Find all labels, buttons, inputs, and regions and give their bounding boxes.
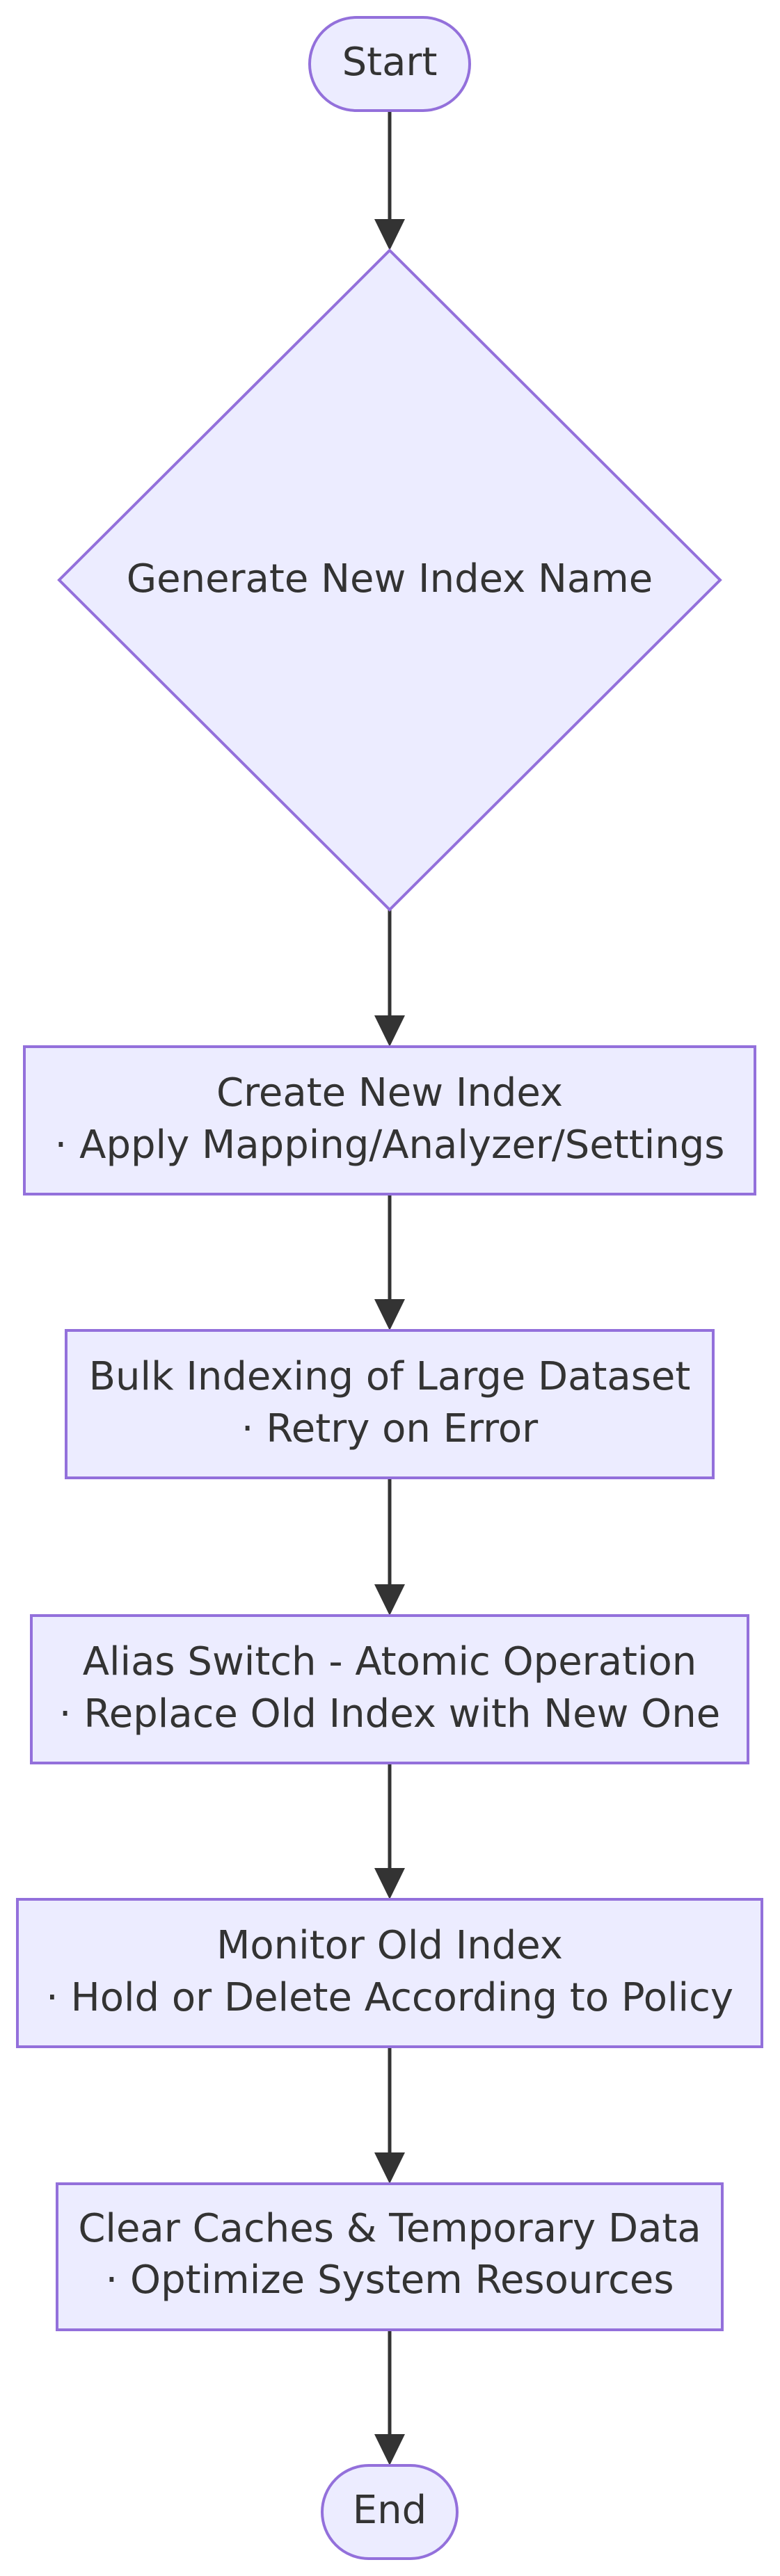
monitor-old-index-title: Monitor Old Index <box>216 1923 563 1968</box>
end-label: End <box>353 2488 427 2533</box>
start-node[interactable]: Start <box>308 16 471 112</box>
create-index-node[interactable]: Create New Index · Apply Mapping/Analyze… <box>23 1045 756 1196</box>
edge-bulk-to-alias <box>374 1479 405 1616</box>
edge-start-to-generate <box>374 111 405 250</box>
generate-name-decision[interactable]: Generate New Index Name <box>57 248 722 912</box>
alias-switch-title: Alias Switch - Atomic Operation <box>83 1639 697 1684</box>
end-node[interactable]: End <box>321 2464 459 2560</box>
edge-create-to-bulk <box>374 1195 405 1330</box>
monitor-old-index-node[interactable]: Monitor Old Index · Hold or Delete Accor… <box>16 1898 763 2048</box>
start-label: Start <box>342 40 438 85</box>
monitor-old-index-detail: · Hold or Delete According to Policy <box>46 1975 733 2020</box>
edge-clear-to-end <box>374 2331 405 2465</box>
edge-alias-to-monitor <box>374 1763 405 1899</box>
edge-monitor-to-clear <box>374 2047 405 2184</box>
edges <box>374 111 405 2465</box>
create-index-title: Create New Index <box>216 1070 563 1116</box>
generate-name-label: Generate New Index Name <box>127 556 653 602</box>
bulk-indexing-node[interactable]: Bulk Indexing of Large Dataset · Retry o… <box>65 1329 715 1479</box>
clear-caches-node[interactable]: Clear Caches & Temporary Data · Optimize… <box>56 2182 724 2331</box>
bulk-indexing-detail: · Retry on Error <box>241 1406 539 1451</box>
alias-switch-node[interactable]: Alias Switch - Atomic Operation · Replac… <box>30 1614 749 1764</box>
bulk-indexing-title: Bulk Indexing of Large Dataset <box>89 1354 691 1399</box>
clear-caches-title: Clear Caches & Temporary Data <box>78 2206 701 2251</box>
alias-switch-detail: · Replace Old Index with New One <box>59 1691 720 1737</box>
create-index-detail: · Apply Mapping/Analyzer/Settings <box>55 1122 725 1168</box>
clear-caches-detail: · Optimize System Resources <box>105 2257 674 2303</box>
edge-generate-to-create <box>374 910 405 1047</box>
